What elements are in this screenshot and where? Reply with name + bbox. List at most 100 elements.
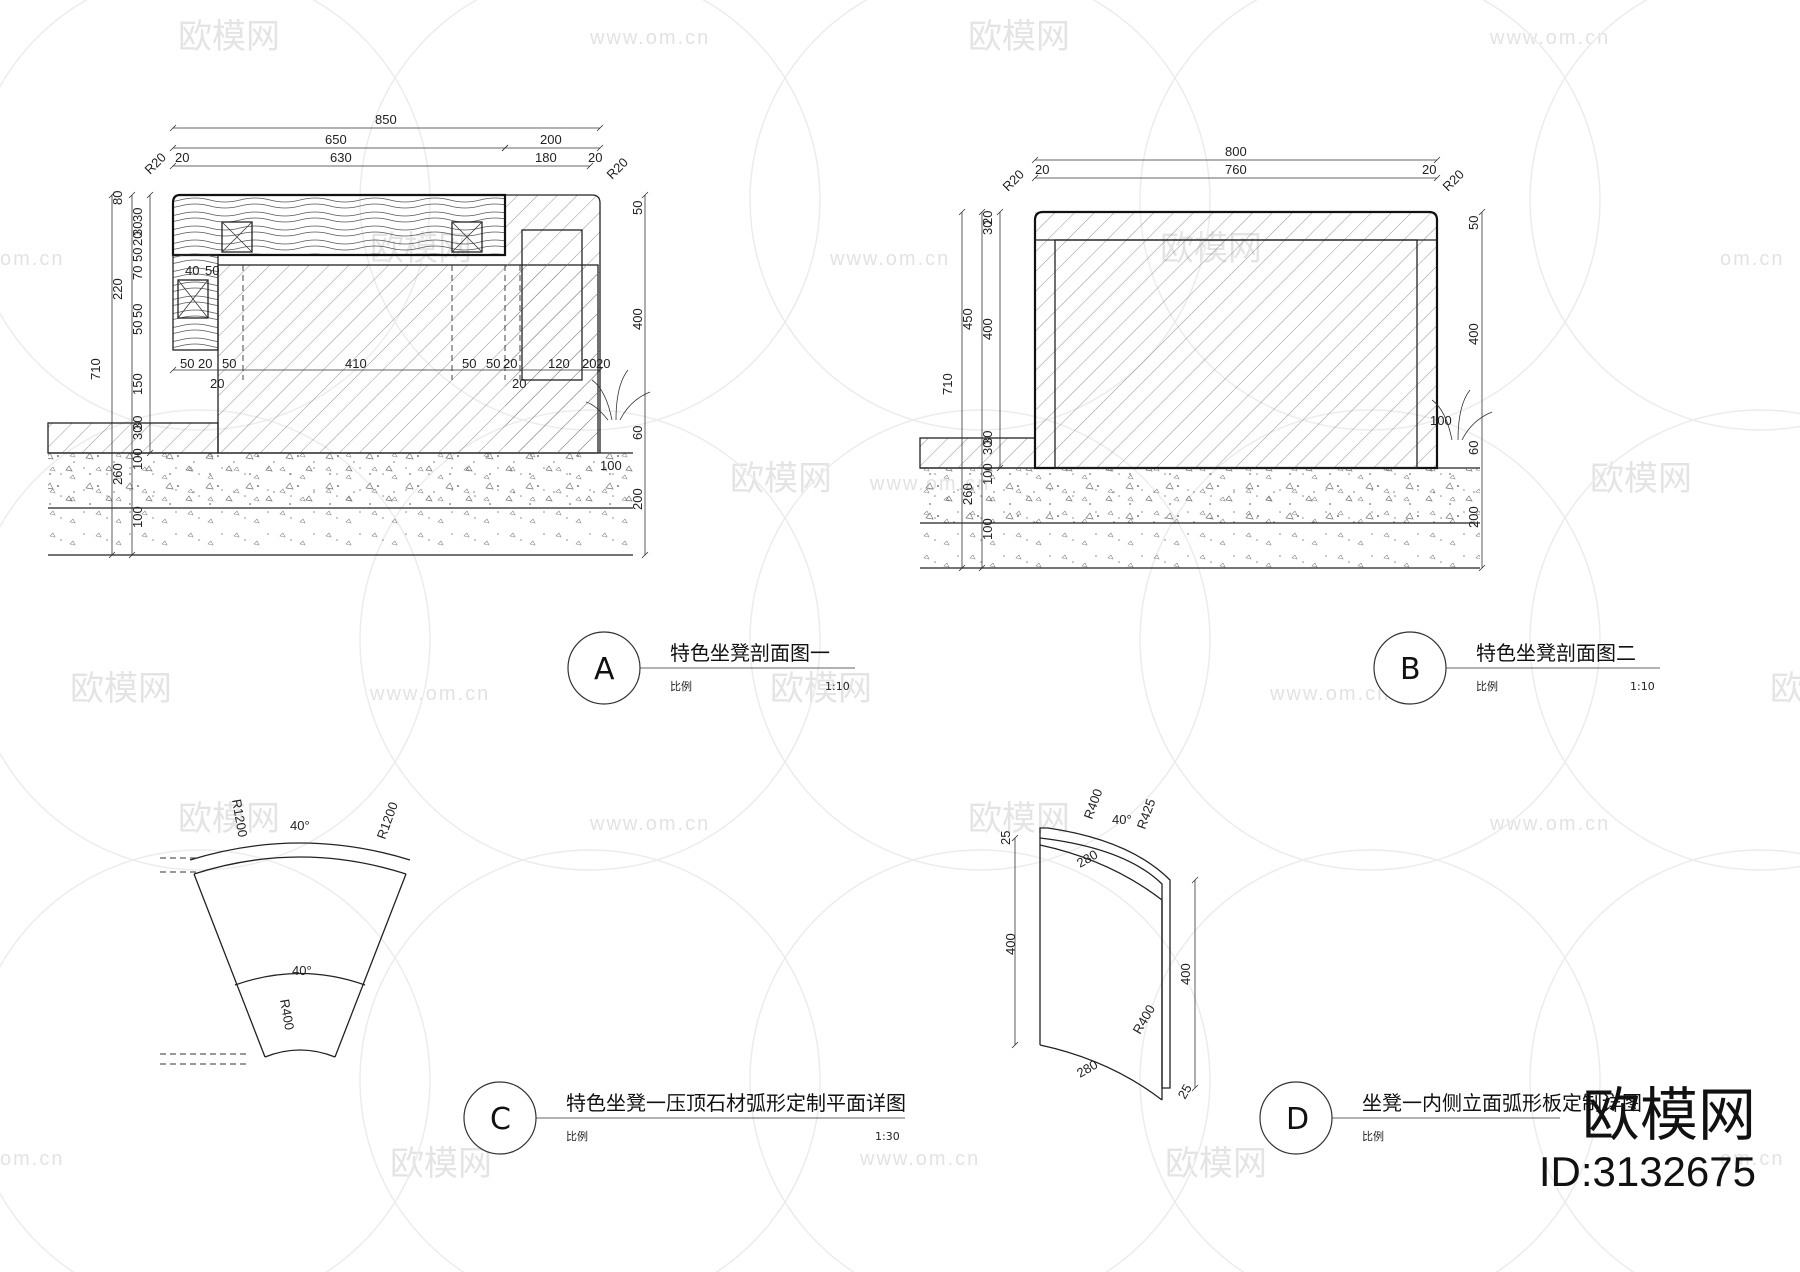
dim-text: 450: [960, 308, 975, 330]
dim-text: 400: [1466, 323, 1481, 345]
dim-text: 20: [198, 356, 212, 371]
dim-text: 25: [998, 831, 1013, 845]
dim-text: 260: [110, 463, 125, 485]
dim-text: 20: [1035, 162, 1049, 177]
dim-text: 60: [630, 426, 645, 440]
dim-text: 20: [503, 356, 517, 371]
detail-title: 坐凳一内侧立面弧形板定制详图: [1362, 1091, 1642, 1115]
radius-label: R400: [1130, 1002, 1159, 1036]
scale-value: 1:10: [1630, 680, 1655, 693]
dim-text: 20: [1422, 162, 1436, 177]
dim-text: 400: [980, 318, 995, 340]
watermark-brand: 欧模网: [178, 799, 280, 839]
scale-label: 比例: [670, 679, 692, 693]
dim-text: 280: [1074, 847, 1100, 871]
dim-text: 400: [630, 308, 645, 330]
scale-label: 比例: [566, 1129, 588, 1143]
watermark-url: www.om.cn: [1489, 27, 1610, 49]
watermark-brand: 欧模网: [390, 1144, 492, 1184]
dim-text: 20: [130, 232, 145, 246]
dim-text: 50: [462, 356, 476, 371]
dim-text: 70: [130, 266, 145, 280]
dim-text: 30: [130, 208, 145, 222]
dim-text: 20: [596, 356, 610, 371]
dim-text: 60: [1466, 441, 1481, 455]
dim-text: 800: [1225, 144, 1247, 159]
dim-text: 50: [130, 321, 145, 335]
dim-text: 630: [330, 150, 352, 165]
radius-label: R20: [604, 155, 631, 182]
dim-text: 850: [375, 112, 397, 127]
watermark-brand: 欧模网: [1770, 669, 1800, 709]
watermark-url: om.cn: [1720, 248, 1784, 270]
dim-text: 200: [630, 488, 645, 510]
dim-text: 30: [130, 416, 145, 430]
detail-symbol: A: [594, 652, 615, 687]
watermark-brand: 欧模网: [968, 17, 1070, 57]
watermark-url: om.cn: [1720, 1148, 1784, 1170]
radius-label: R400: [277, 998, 297, 1031]
dim-text: 50: [130, 248, 145, 262]
dim-text: 20: [582, 356, 596, 371]
dim-text: 50: [1466, 216, 1481, 230]
dim-text: 30: [130, 426, 145, 440]
dim-text: 100: [1430, 413, 1452, 428]
dim-text: 220: [110, 278, 125, 300]
radius-label: R20: [1000, 167, 1027, 194]
watermark-url: www.om.cn: [589, 813, 710, 835]
dim-text: 100: [130, 448, 145, 470]
watermark-url: www.om.cn: [1269, 683, 1390, 705]
brand-name: 欧模网: [1581, 1081, 1756, 1149]
dim-text: 25: [1175, 1081, 1195, 1101]
dim-text: 80: [110, 191, 125, 205]
dim-text: 50: [130, 304, 145, 318]
dim-text: 30: [980, 441, 995, 455]
watermark-url: www.om.cn: [859, 1148, 980, 1170]
detail-symbol: D: [1286, 1102, 1309, 1137]
wood-seat-a: [173, 195, 505, 255]
dim-text: 280: [1074, 1057, 1100, 1081]
dim-text: 50: [222, 356, 236, 371]
radius-label: R20: [142, 150, 169, 177]
watermark-brand: 欧模网: [178, 17, 280, 57]
detail-title: 特色坐凳剖面图二: [1476, 641, 1636, 665]
dim-text: 20: [588, 150, 602, 165]
dim-text: 200: [540, 132, 562, 147]
dim-text: 710: [940, 373, 955, 395]
dim-text: 40: [185, 263, 199, 278]
watermark-url: om.cn: [0, 1148, 64, 1170]
dim-text: 50: [486, 356, 500, 371]
radius-label: R20: [1440, 167, 1467, 194]
angle-label: 40°: [1112, 812, 1132, 827]
dim-text: 20: [512, 376, 526, 391]
scale-value: 1:10: [825, 680, 850, 693]
radius-label: R400: [1081, 787, 1106, 821]
watermark-brand: 欧模网: [968, 799, 1070, 839]
detail-symbol: B: [1400, 652, 1421, 687]
dim-text: 410: [345, 356, 367, 371]
detail-symbol: C: [490, 1102, 511, 1137]
watermark-url: www.om.cn: [829, 248, 950, 270]
dim-text: 400: [1003, 933, 1018, 955]
watermark-brand: 欧模网: [770, 669, 872, 709]
dim-text: 20: [175, 150, 189, 165]
angle-label: 40°: [292, 963, 312, 978]
dim-text: 50: [180, 356, 194, 371]
brand-badge: 欧模网 ID:3132675: [1496, 1082, 1756, 1196]
dim-text: 50: [205, 263, 219, 278]
concrete-footing: [48, 453, 633, 508]
radius-label: R1200: [374, 800, 401, 841]
radius-label: R1200: [229, 798, 250, 838]
dim-text: 30: [980, 221, 995, 235]
scale-label: 比例: [1362, 1129, 1384, 1143]
dim-text: 650: [325, 132, 347, 147]
watermark-url: www.om.cn: [1489, 813, 1610, 835]
watermark-url: www.om.cn: [589, 27, 710, 49]
dim-text: 100: [130, 506, 145, 528]
